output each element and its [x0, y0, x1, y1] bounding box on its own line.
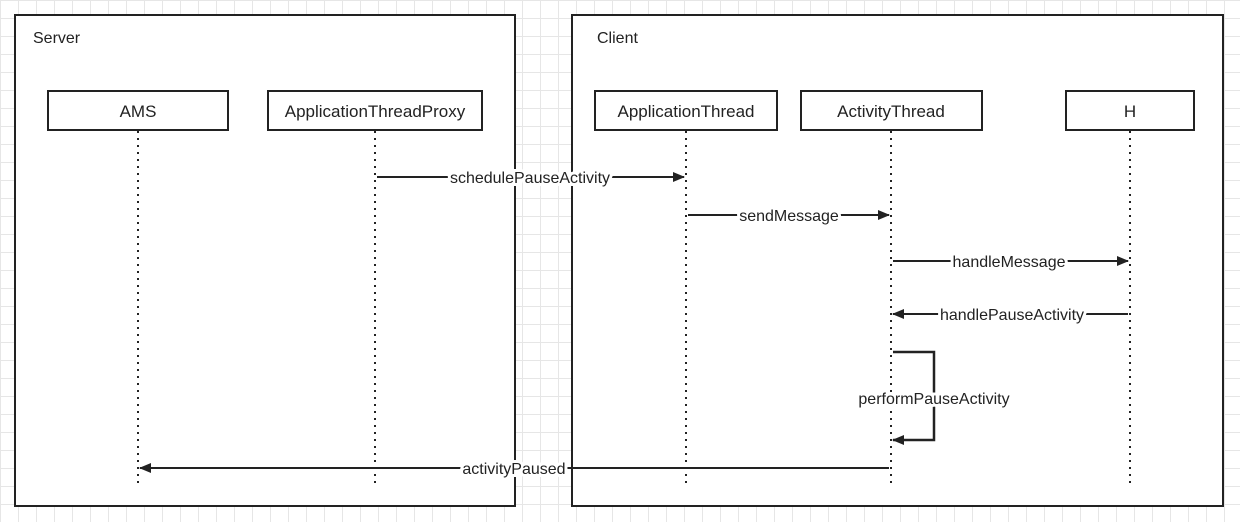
participant-h: H	[1065, 90, 1195, 131]
message-label-perform-pause-activity: performPauseActivity	[858, 391, 1009, 408]
lifelines	[137, 131, 1131, 484]
participant-activity-thread: ActivityThread	[800, 90, 983, 131]
message-label-schedule-pause-activity: schedulePauseActivity	[450, 170, 610, 187]
message-activity-paused: activityPaused	[139, 458, 889, 481]
message-send-message: sendMessage	[688, 205, 890, 228]
message-handle-pause-activity: handlePauseActivity	[892, 304, 1128, 327]
message-label-handle-message: handleMessage	[953, 254, 1066, 271]
participant-application-thread-proxy: ApplicationThreadProxy	[267, 90, 483, 131]
message-perform-pause-activity: performPauseActivity	[855, 350, 1013, 445]
server-label: Server	[33, 30, 81, 47]
message-label-activity-paused: activityPaused	[462, 461, 565, 478]
message-label-handle-pause-activity: handlePauseActivity	[940, 307, 1084, 324]
participant-application-thread: ApplicationThread	[594, 90, 778, 131]
participant-label-application-thread: ApplicationThread	[617, 102, 754, 121]
participant-label-activity-thread: ActivityThread	[837, 102, 945, 121]
message-schedule-pause-activity: schedulePauseActivity	[377, 167, 685, 190]
participant-label-application-thread-proxy: ApplicationThreadProxy	[285, 102, 466, 121]
participant-ams: AMS	[47, 90, 229, 131]
group-server: Server	[14, 14, 516, 507]
server-frame	[14, 14, 516, 507]
client-label: Client	[597, 30, 638, 47]
message-label-send-message: sendMessage	[739, 208, 839, 225]
message-handle-message: handleMessage	[893, 251, 1129, 274]
participant-label-ams: AMS	[120, 102, 157, 121]
participant-label-h: H	[1124, 102, 1136, 121]
